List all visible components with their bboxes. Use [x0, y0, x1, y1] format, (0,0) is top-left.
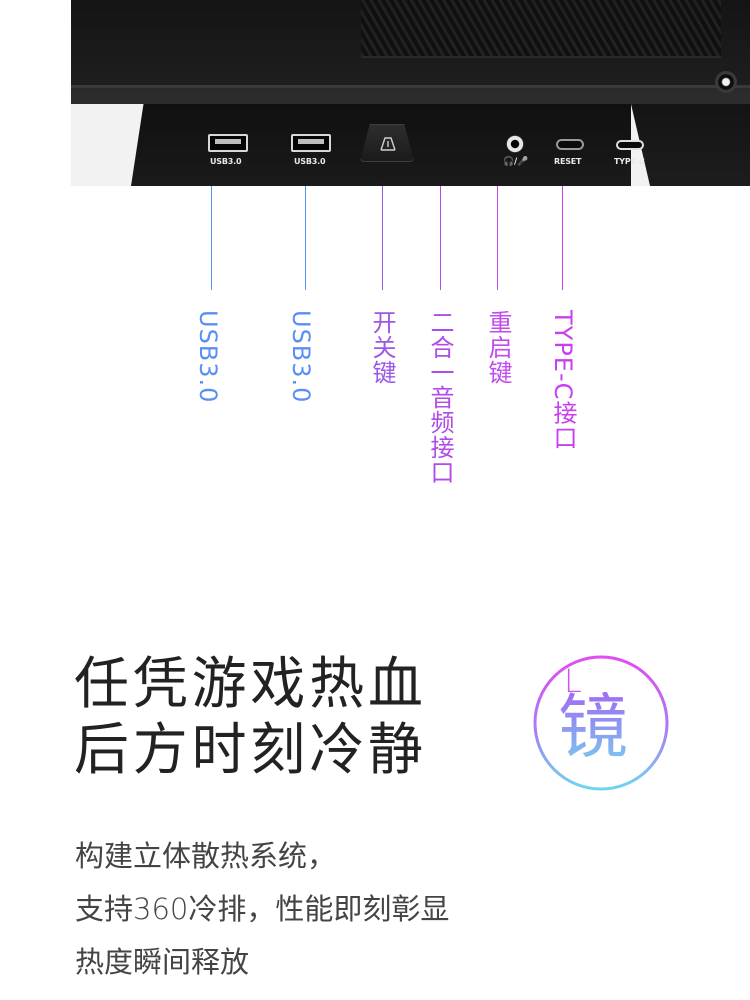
case-front-photo: USB3.0 USB3.0 🎧/🎤 RESET TYPE-C	[71, 0, 750, 186]
callout-usb-1: USB3.0	[194, 310, 222, 404]
usb-port-1-label: USB3.0	[210, 157, 242, 166]
type-c-label: TYPE-C	[614, 157, 645, 166]
callout-line-typec	[562, 186, 563, 290]
callout-power-key: 开关键	[368, 310, 396, 385]
callout-line-audio	[440, 186, 441, 290]
brand-logo: L 镜	[532, 654, 670, 792]
callout-audio-port: 二合一音频接口	[426, 310, 454, 485]
body-copy: 构建立体散热系统， 支持360冷排，性能即刻彰显 热度瞬间释放	[75, 830, 449, 989]
callout-usb-2: USB3.0	[287, 310, 315, 404]
callout-reset-key: 重启键	[484, 310, 512, 385]
type-c-port[interactable]	[616, 140, 644, 150]
power-icon	[380, 137, 396, 151]
callout-type-c: TYPE-C接口	[549, 310, 577, 451]
body-line-1: 构建立体散热系统，	[75, 839, 337, 873]
usb-port-2-label: USB3.0	[294, 157, 326, 166]
headline-line-1: 任凭游戏热血	[74, 652, 427, 717]
body-line-3: 热度瞬间释放	[75, 945, 250, 979]
audio-jack[interactable]	[506, 135, 524, 153]
body-line-2: 支持360冷排，性能即刻彰显	[75, 892, 450, 926]
headline: 任凭游戏热血 后方时刻冷静	[74, 652, 427, 784]
callout-line-usb-1	[211, 186, 212, 290]
case-edge	[631, 104, 750, 186]
logo-ring-icon	[533, 655, 669, 791]
usb-port-2[interactable]	[291, 134, 331, 152]
reset-label: RESET	[554, 157, 582, 166]
mesh-vent	[361, 0, 721, 58]
usb-port-1[interactable]	[208, 134, 248, 152]
logo-letter: L	[564, 662, 582, 700]
callout-line-usb-2	[305, 186, 306, 290]
headline-line-2: 后方时刻冷静	[74, 718, 427, 783]
reset-button[interactable]	[556, 139, 584, 150]
logo-char: 镜	[558, 686, 628, 768]
callout-line-power	[382, 186, 383, 290]
headphone-mic-icon: 🎧/🎤	[503, 157, 529, 167]
callout-line-reset	[497, 186, 498, 290]
thumb-screw	[715, 71, 737, 93]
